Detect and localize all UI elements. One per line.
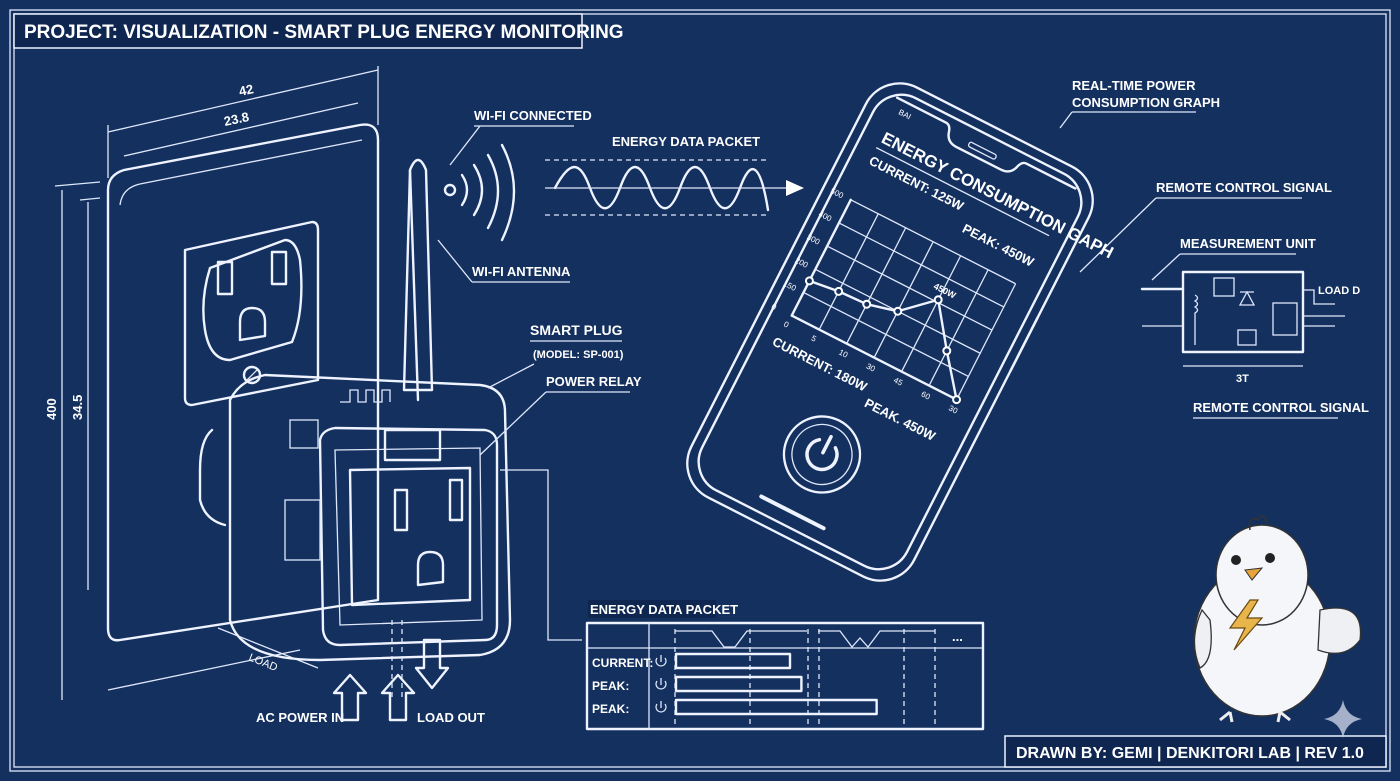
wifi-antenna	[408, 168, 420, 402]
packet-bar	[674, 652, 792, 670]
x-tick-label: 30	[865, 362, 878, 374]
label-wifi-connected: WI-FI CONNECTED	[474, 108, 592, 123]
arrow-up-icon	[332, 673, 368, 722]
phone-peak-bottom: PEAK. 450W	[862, 395, 938, 444]
grid-line	[846, 227, 907, 344]
label-measurement-unit: MEASUREMENT UNIT	[1180, 236, 1316, 251]
power-icon	[805, 434, 839, 472]
smart-plug	[198, 158, 512, 700]
packet-row: CURRENT:	[592, 652, 792, 670]
dim-width-outer: 42	[238, 81, 255, 99]
data-point	[893, 306, 903, 316]
grid-line	[818, 213, 879, 330]
packet-row: PEAK:	[592, 698, 878, 716]
dim-width-inner: 23.8	[223, 109, 251, 129]
label-realtime-graph-2: CONSUMPTION GRAPH	[1072, 95, 1220, 110]
outer-frame	[9, 9, 1391, 772]
energy-data-packet-table: ENERGY DATA PACKET ... CURRENT: PEAK: PEAK…	[585, 600, 985, 731]
phone-status: BAI	[897, 108, 913, 122]
footer-block: DRAWN BY: GEMI | DENKITORI LAB | REV 1.0	[1004, 735, 1387, 768]
title-block: PROJECT: VISUALIZATION - SMART PLUG ENER…	[13, 13, 624, 49]
packet-bar	[674, 698, 878, 716]
phone-current-bottom: CURRENT: 180W	[770, 334, 870, 395]
y-tick-label: 400	[817, 209, 833, 223]
data-point	[862, 299, 872, 309]
y-tick-label: 150	[782, 279, 798, 293]
wifi-signal-icon	[443, 143, 516, 242]
y-tick-label: 0	[770, 302, 779, 312]
x-tick-label: 30	[947, 404, 960, 416]
grid-line	[955, 283, 1017, 400]
label-energy-data-packet-top: ENERGY DATA PACKET	[612, 134, 760, 149]
data-point	[952, 395, 962, 405]
inner-frame	[13, 13, 1387, 768]
arrow-up-icon	[380, 673, 416, 722]
y-axis	[790, 198, 852, 317]
smartphone: BAI ENERGY CONSUMPTION GAPH CURRENT: 125…	[686, 82, 1117, 582]
arrow-down-icon	[414, 638, 450, 690]
dim-height-inner: 34.5	[70, 395, 85, 420]
x-tick-label: 10	[837, 348, 850, 360]
callout-labels: WI-FI CONNECTED WI-FI ANTENNA ENERGY DAT…	[256, 78, 1369, 725]
x-tick-label: 45	[892, 376, 905, 388]
power-icon	[655, 655, 667, 667]
packet-more: ...	[952, 629, 963, 644]
y-tick-label: 200	[793, 256, 809, 270]
label-remote-control-signal-1: REMOTE CONTROL SIGNAL	[1156, 180, 1332, 195]
power-icon	[655, 678, 667, 690]
label-load-d: LOAD D	[1318, 285, 1360, 297]
packet-row: PEAK:	[592, 675, 803, 693]
data-point	[942, 346, 952, 356]
label-span: 3T	[1236, 373, 1249, 385]
packet-row-label: CURRENT:	[592, 656, 653, 670]
x-tick-label: 0	[782, 320, 791, 330]
grid-line	[901, 255, 962, 372]
phone-peak-top: PEAK: 450W	[960, 221, 1037, 270]
chick-mascot	[1193, 515, 1362, 723]
data-point	[834, 286, 844, 296]
y-tick-label: 300	[805, 233, 821, 247]
data-point	[804, 276, 814, 286]
sparkle-icon	[1324, 700, 1362, 738]
packet-row-label: PEAK:	[592, 679, 629, 693]
wall-outlet	[106, 123, 380, 642]
packet-row-label: PEAK:	[592, 702, 629, 716]
label-ac-power-in: AC POWER IN	[256, 710, 344, 725]
dim-height-outer: 400	[44, 398, 59, 420]
energy-data-wave	[545, 159, 804, 216]
label-power-relay: POWER RELAY	[546, 374, 642, 389]
measurement-unit-schematic: LOAD D 3T	[1140, 270, 1360, 385]
grid-line	[928, 269, 989, 386]
power-icon	[655, 701, 667, 713]
lightning-bolt-icon	[1228, 599, 1264, 651]
dimension-lines: 42 23.8 400 34.5 LOAD	[44, 66, 379, 700]
packet-table-title: ENERGY DATA PACKET	[590, 602, 738, 617]
footer-credit: DRAWN BY: GEMI | DENKITORI LAB | REV 1.0	[1016, 745, 1364, 762]
x-tick-label: 60	[920, 390, 933, 402]
label-remote-control-signal-2: REMOTE CONTROL SIGNAL	[1193, 400, 1369, 415]
page-title: PROJECT: VISUALIZATION - SMART PLUG ENER…	[24, 22, 624, 43]
label-smart-plug: SMART PLUG	[530, 322, 623, 338]
packet-bar	[674, 675, 803, 693]
grid-line	[873, 241, 934, 358]
power-button[interactable]	[771, 403, 873, 505]
y-tick-label: 500	[829, 186, 845, 200]
label-model: (MODEL: SP-001)	[533, 349, 624, 361]
label-wifi-antenna: WI-FI ANTENNA	[472, 264, 571, 279]
data-point	[933, 295, 943, 305]
label-realtime-graph-1: REAL-TIME POWER	[1072, 78, 1196, 93]
x-tick-label: 5	[810, 334, 819, 344]
label-load-out: LOAD OUT	[417, 710, 485, 725]
